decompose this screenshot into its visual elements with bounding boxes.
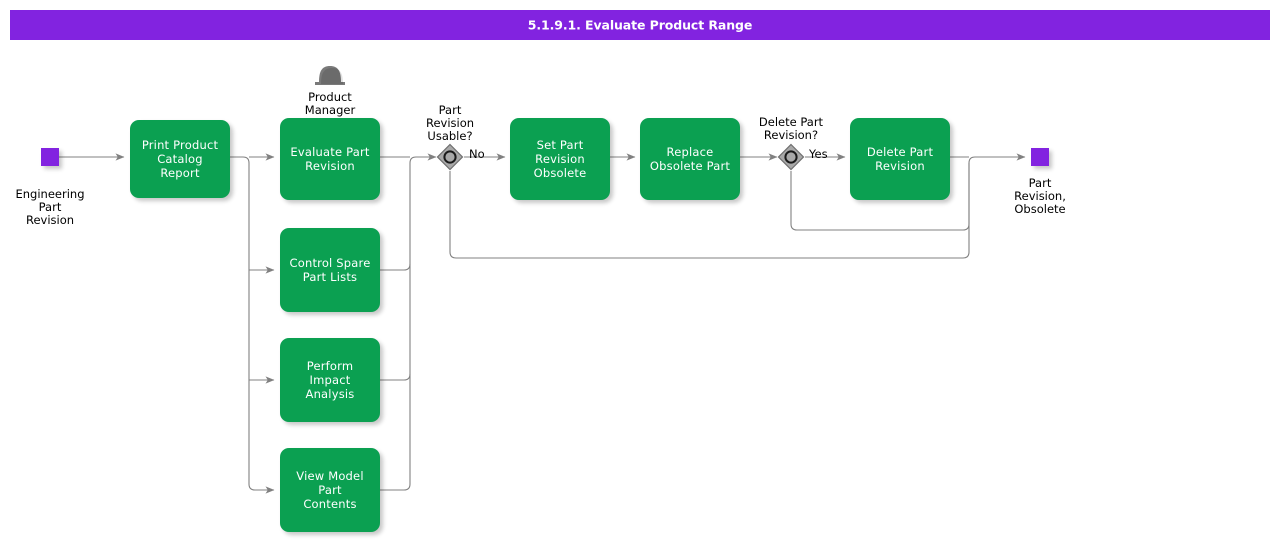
gateway-delete-part-revision-label: Delete Part Revision? — [758, 115, 824, 142]
task-label: View Model Part Contents — [296, 469, 364, 511]
gateway-part-revision-usable-label: Part Revision Usable? — [425, 103, 475, 143]
gateway-part-revision-usable[interactable] — [436, 143, 464, 171]
flow-merge-bus-to-gateway1 — [380, 153, 437, 491]
flow-print-to-split-bus — [230, 156, 275, 494]
task-delete-part-revision[interactable]: Delete Part Revision — [850, 118, 950, 200]
task-set-part-revision-obsolete[interactable]: Set Part Revision Obsolete — [510, 118, 610, 200]
task-replace-obsolete-part[interactable]: Replace Obsolete Part — [640, 118, 740, 200]
task-label: Set Part Revision Obsolete — [533, 138, 587, 180]
end-event-label: Part Revision, Obsolete — [1014, 176, 1066, 216]
product-manager-icon — [315, 66, 345, 85]
task-label: Replace Obsolete Part — [649, 145, 731, 173]
task-label: Evaluate Part Revision — [290, 145, 370, 173]
flow-control-spare-to-merge — [380, 263, 411, 271]
start-event-label: Engineering Part Revision — [15, 187, 85, 227]
task-perform-impact-analysis[interactable]: Perform Impact Analysis — [280, 338, 380, 422]
lane-actor-product-manager: Product Manager — [300, 60, 360, 117]
gateway-delete-part-revision-flow-label: Yes — [809, 147, 828, 161]
task-label: Control Spare Part Lists — [289, 256, 371, 284]
task-print-product-catalog-report[interactable]: Print Product Catalog Report — [130, 120, 230, 198]
task-label: Perform Impact Analysis — [305, 359, 355, 401]
task-evaluate-part-revision[interactable]: Evaluate Part Revision — [280, 118, 380, 200]
product-manager-label: Product Manager — [304, 90, 356, 117]
gateway-delete-part-revision[interactable] — [777, 143, 805, 171]
gateway-part-revision-usable-flow-label: No — [469, 147, 485, 161]
task-label: Delete Part Revision — [866, 145, 934, 173]
page-title: 5.1.9.1. Evaluate Product Range — [527, 17, 753, 33]
task-view-model-part-contents[interactable]: View Model Part Contents — [280, 448, 380, 532]
diagram-title-bar: 5.1.9.1. Evaluate Product Range — [10, 10, 1270, 40]
start-event[interactable] — [41, 148, 59, 166]
task-control-spare-part-lists[interactable]: Control Spare Part Lists — [280, 228, 380, 312]
flow-impact-to-merge — [380, 373, 411, 381]
task-label: Print Product Catalog Report — [141, 138, 219, 180]
end-event[interactable] — [1031, 148, 1049, 166]
